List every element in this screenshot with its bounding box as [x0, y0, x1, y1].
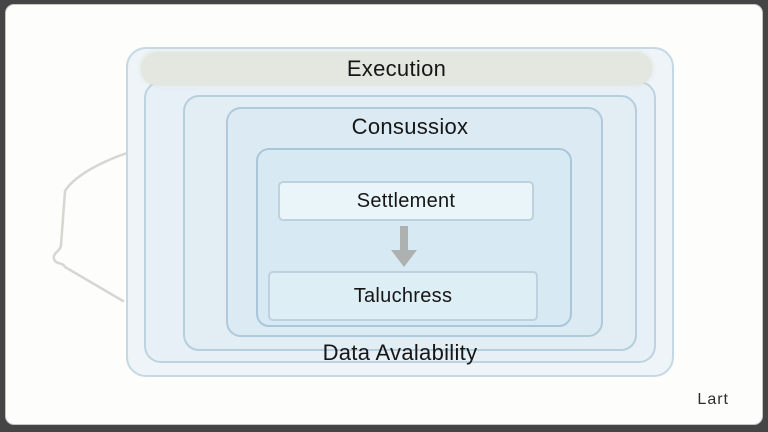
taluchress-box: Taluchress — [268, 271, 538, 321]
settlement-box: Settlement — [278, 181, 534, 221]
execution-band: Execution — [141, 52, 652, 85]
data-availability-label-row: Data Avalability — [126, 339, 674, 367]
down-arrow-icon — [391, 226, 417, 267]
taluchress-label: Taluchress — [353, 284, 453, 307]
data-availability-label: Data Avalability — [322, 340, 478, 365]
diagram-canvas: Execution Consussiox Settlement Taluchre… — [5, 4, 763, 425]
left-brace-shape — [52, 149, 136, 303]
consensus-label-row: Consussiox — [183, 113, 637, 141]
consensus-label: Consussiox — [351, 114, 469, 139]
execution-label: Execution — [346, 55, 447, 81]
settlement-label: Settlement — [356, 189, 456, 212]
watermark-label: Lart — [697, 391, 729, 408]
